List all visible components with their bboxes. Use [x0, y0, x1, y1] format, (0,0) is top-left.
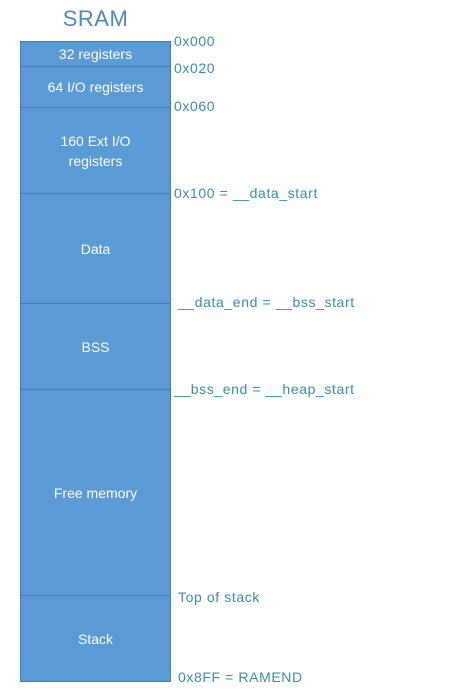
diagram-title: SRAM [62, 6, 129, 31]
address-0x000: 0x000 [174, 33, 216, 49]
address-data-start: 0x100 = __data_start [174, 185, 318, 201]
address-ramend: 0x8FF = RAMEND [178, 669, 303, 685]
block-64-io-registers: 64 I/O registers [20, 66, 171, 108]
address-top-of-stack: Top of stack [178, 589, 260, 605]
block-bss: BSS [20, 303, 171, 390]
block-160-ext-io-registers: 160 Ext I/O registers [20, 107, 171, 194]
block-free-memory: Free memory [20, 389, 171, 596]
address-bss-end-heap-start: __bss_end = __heap_start [174, 381, 355, 397]
block-data: Data [20, 193, 171, 304]
block-stack: Stack [20, 595, 171, 682]
block-32-registers: 32 registers [20, 41, 171, 67]
address-0x020: 0x020 [174, 60, 216, 76]
address-0x060: 0x060 [174, 98, 216, 114]
address-data-end-bss-start: __data_end = __bss_start [178, 294, 355, 310]
